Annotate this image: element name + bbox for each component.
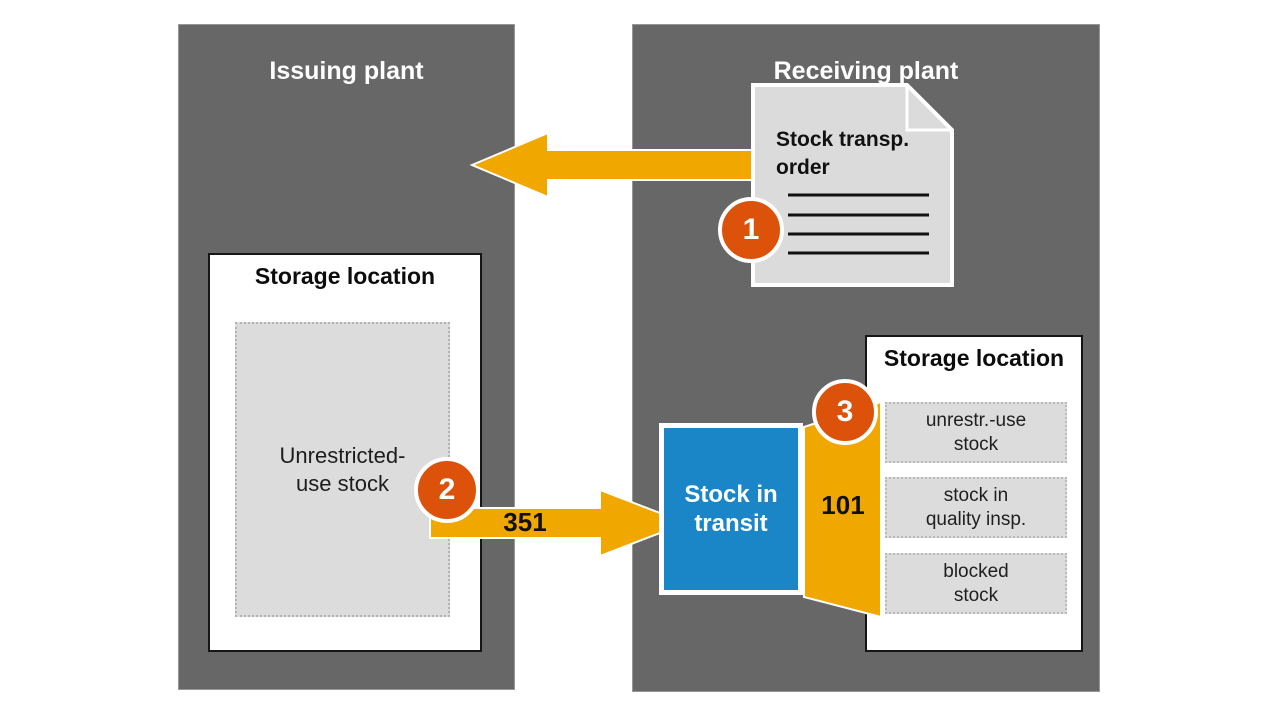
- step-badge-2: 2: [414, 457, 480, 523]
- receiving-plant-title: Receiving plant: [773, 57, 959, 85]
- stock-type-unrestricted: unrestr.-use stock: [885, 402, 1067, 463]
- stock-type-blocked-label: blocked stock: [943, 560, 1009, 606]
- document-text-lines-icon: [788, 193, 929, 255]
- stock-type-quality-inspection-label: stock in quality insp.: [925, 484, 1027, 530]
- transfer-posting-arrow: [429, 488, 689, 558]
- unrestricted-use-stock-label: Unrestricted- use stock: [279, 442, 406, 496]
- stock-in-transit-box: Stock in transit: [659, 423, 803, 595]
- stock-type-blocked: blocked stock: [885, 553, 1067, 614]
- step-badge-1: 1: [718, 197, 784, 263]
- stock-transport-order-label: Stock transp. order: [776, 128, 910, 179]
- issuing-storage-location-title: Storage location: [254, 263, 436, 289]
- stock-type-quality-inspection: stock in quality insp.: [885, 477, 1067, 538]
- receiving-storage-location-title: Storage location: [883, 345, 1065, 371]
- issuing-plant-title: Issuing plant: [269, 57, 424, 85]
- stock-type-unrestricted-label: unrestr.-use stock: [925, 409, 1027, 455]
- stock-transport-order-document-icon: [751, 83, 954, 287]
- document-fold-corner-icon: [905, 85, 952, 132]
- stock-in-transit-label: Stock in transit: [684, 481, 778, 537]
- movement-type-351-label: 351: [503, 507, 547, 537]
- order-arrow: [469, 131, 755, 199]
- unrestricted-use-stock-box: Unrestricted- use stock: [235, 322, 450, 617]
- step-badge-3: 3: [812, 379, 878, 445]
- movement-type-101-label: 101: [821, 490, 865, 520]
